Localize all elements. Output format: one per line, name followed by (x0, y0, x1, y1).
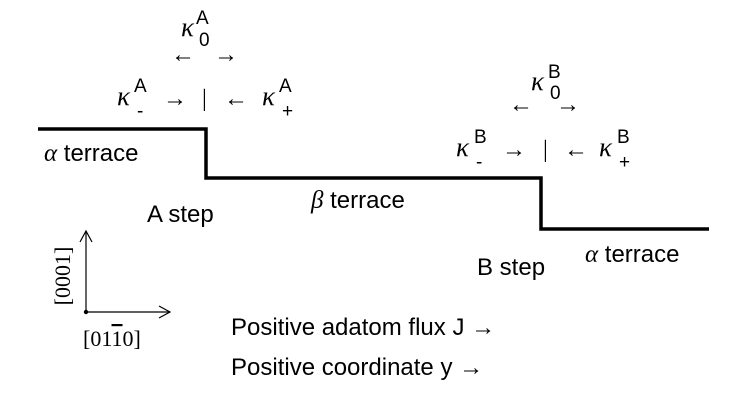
kappa-a-zero-sup: A (196, 8, 209, 29)
b-arrow-into-step-left: → (502, 137, 526, 163)
axis-vertical-label: [0001] (50, 247, 75, 306)
a-arrow-left: ← (171, 42, 195, 68)
kappa-a-zero: κ (181, 12, 195, 42)
kappa-a-plus-sub: + (282, 101, 293, 122)
kappa-a-plus: κ (262, 81, 276, 111)
b-step-bar: | (543, 137, 548, 163)
crystal-axes: [0001] [0110] (50, 229, 172, 351)
a-step-bar: | (202, 86, 207, 112)
b-arrow-into-step-right: ← (564, 137, 588, 163)
a-step-rates: κ A 0 ← → κ A - → | ← κ A + (117, 8, 293, 122)
alpha-terrace-left-label: α terrace (44, 140, 139, 167)
b-step-label: B step (477, 254, 545, 281)
kappa-a-zero-sub: 0 (199, 30, 210, 51)
kappa-b-plus: κ (599, 132, 613, 162)
a-arrow-right: → (214, 42, 238, 68)
kappa-b-plus-sub: + (619, 152, 630, 173)
kappa-b-minus-sub: - (476, 152, 482, 173)
kappa-b-zero-sup: B (548, 62, 561, 83)
legend-coordinate-text: Positive coordinate y → (231, 354, 483, 381)
kappa-b-minus-sup: B (474, 127, 487, 148)
kappa-a-minus-sub: - (137, 101, 143, 122)
kappa-b-minus: κ (456, 132, 470, 162)
kappa-b-plus-sup: B (617, 127, 630, 148)
a-step-label: A step (147, 201, 214, 228)
b-arrow-right: → (556, 92, 580, 118)
kappa-b-zero: κ (531, 66, 545, 96)
axis-horizontal-label: [0110] (83, 326, 141, 351)
kappa-a-plus-sup: A (279, 76, 292, 97)
legend-flux-text: Positive adatom flux J → (231, 314, 495, 341)
b-step-rates: κ B 0 ← → κ B - → | ← κ B + (456, 62, 630, 173)
kappa-b-zero-sub: 0 (550, 83, 561, 104)
axis-origin-dot (83, 309, 89, 315)
kappa-a-minus: κ (117, 81, 131, 111)
step-profile-line (38, 127, 709, 231)
beta-terrace-label: β terrace (310, 187, 405, 214)
a-arrow-into-step-left: → (163, 86, 187, 112)
b-arrow-left: ← (509, 92, 533, 118)
a-arrow-into-step-right: ← (224, 86, 248, 112)
kappa-a-minus-sup: A (134, 76, 147, 97)
alpha-terrace-right-label: α terrace (585, 241, 680, 268)
